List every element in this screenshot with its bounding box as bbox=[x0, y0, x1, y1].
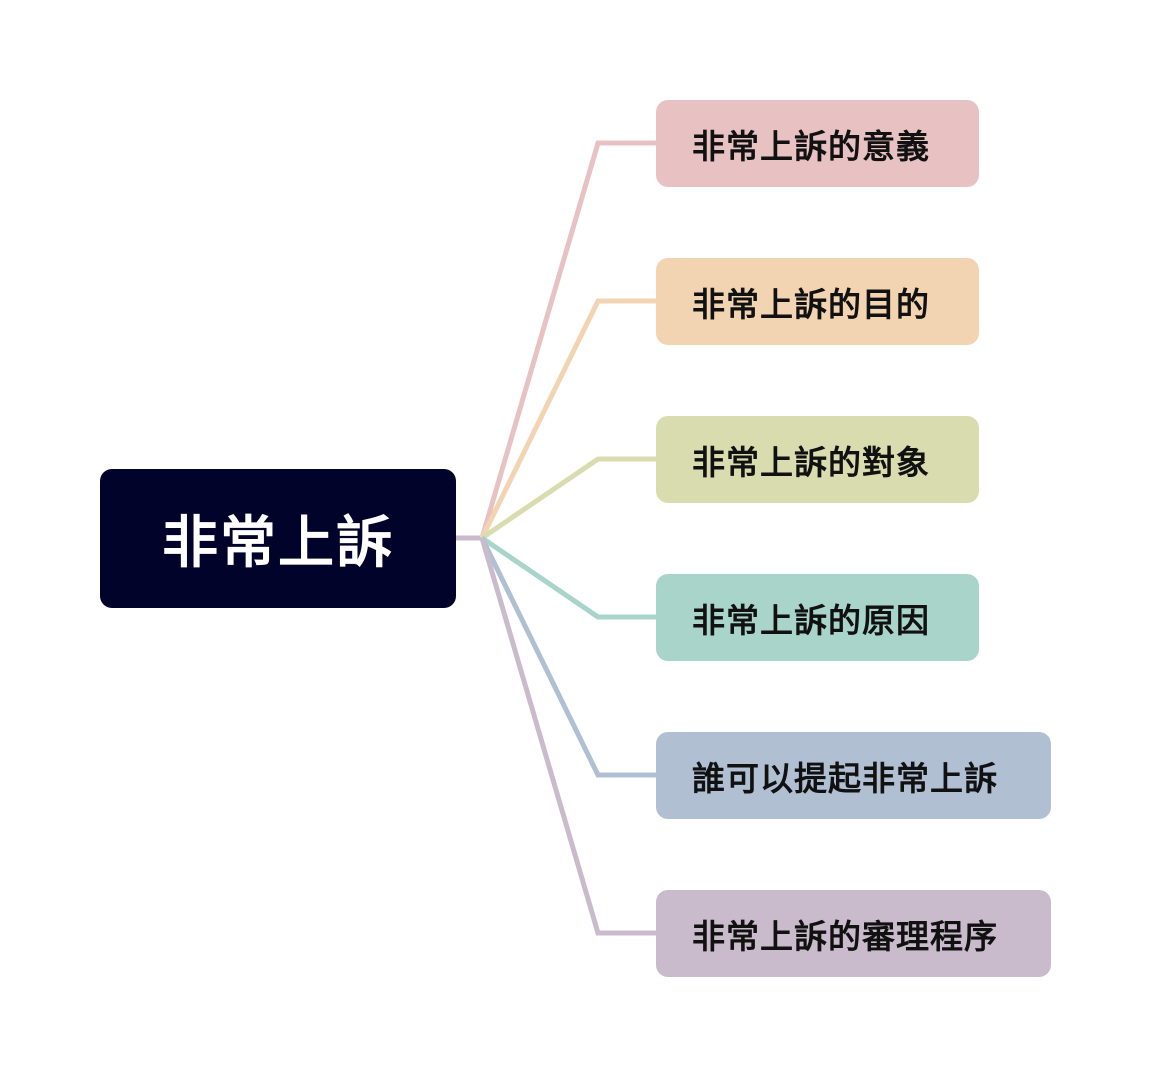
branch-topic-label: 非常上訴的意義 bbox=[692, 126, 930, 166]
branch-topic-6[interactable]: 非常上訴的審理程序 bbox=[656, 890, 1051, 977]
root-topic[interactable]: 非常上訴 bbox=[100, 469, 456, 608]
connector-branch-1 bbox=[479, 140, 656, 539]
branch-topic-1[interactable]: 非常上訴的意義 bbox=[656, 100, 979, 187]
branch-topic-label: 非常上訴的目的 bbox=[692, 284, 930, 324]
branch-topic-label: 非常上訴的審理程序 bbox=[692, 916, 998, 956]
connector-branch-5 bbox=[479, 536, 656, 778]
connector-branch-4 bbox=[480, 535, 656, 620]
branch-topic-2[interactable]: 非常上訴的目的 bbox=[656, 258, 979, 345]
branch-topic-5[interactable]: 誰可以提起非常上訴 bbox=[656, 732, 1051, 819]
connector-branch-6 bbox=[479, 537, 656, 936]
branch-topic-label: 非常上訴的原因 bbox=[692, 600, 930, 640]
branch-topic-3[interactable]: 非常上訴的對象 bbox=[656, 416, 979, 503]
root-topic-label: 非常上訴 bbox=[162, 511, 394, 576]
connector-branch-2 bbox=[479, 298, 656, 540]
branch-topic-label: 誰可以提起非常上訴 bbox=[692, 758, 998, 798]
connector-branch-3 bbox=[480, 456, 656, 541]
branch-topic-4[interactable]: 非常上訴的原因 bbox=[656, 574, 979, 661]
branch-topic-label: 非常上訴的對象 bbox=[692, 442, 930, 482]
